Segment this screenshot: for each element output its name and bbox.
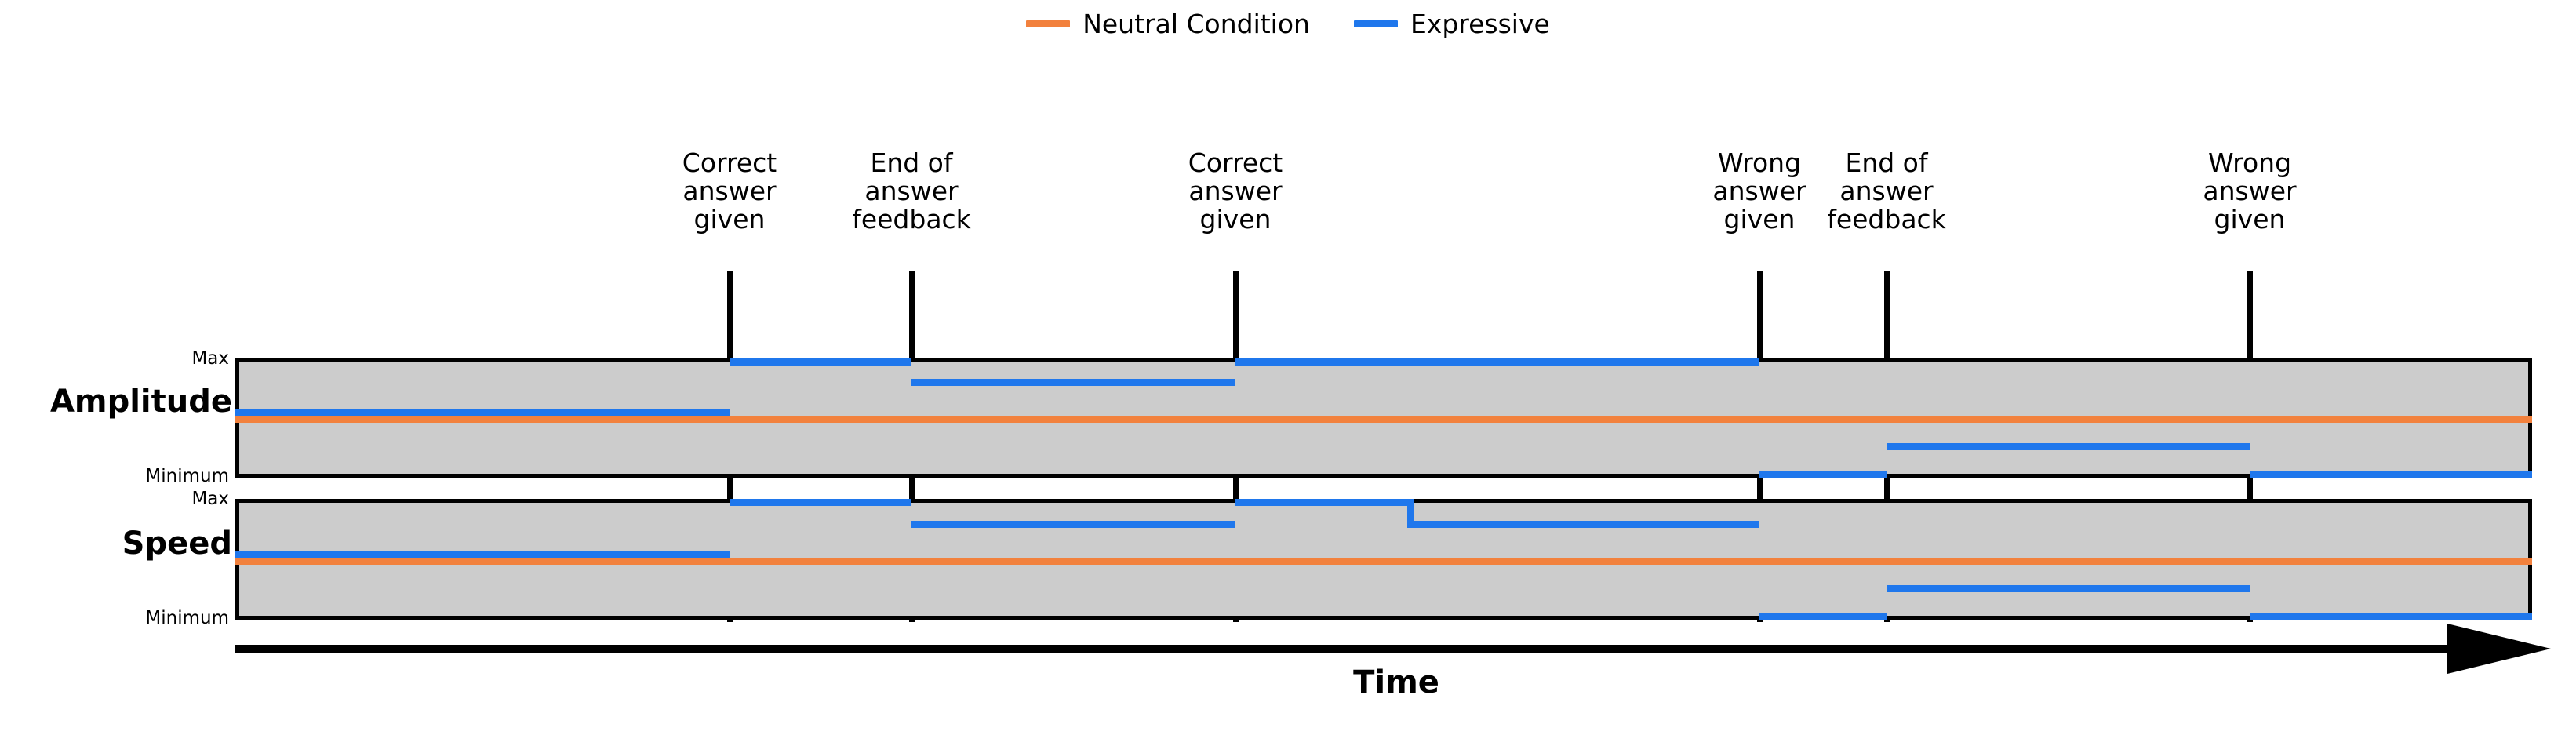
speed-expressive-segment-6 — [1759, 613, 1887, 620]
legend-label-neutral-condition: Neutral Condition — [1082, 8, 1310, 39]
time-axis-label: Time — [1353, 664, 1439, 700]
speed-tick-max: Max — [191, 489, 229, 509]
speed-expressive-segment-5 — [1407, 521, 1759, 528]
amplitude-expressive-segment-4 — [1235, 358, 1759, 366]
event-label-correct-answer-given-2: Correct answer given — [1188, 147, 1283, 235]
event-label-correct-answer-given-1: Correct answer given — [682, 147, 777, 235]
legend-label-expressive: Expressive — [1410, 8, 1550, 39]
amplitude-expressive-segment-7 — [2250, 471, 2532, 478]
event-label-end-of-answer-feedback-1: End of answer feedback — [852, 147, 971, 235]
amplitude-expressive-segment-2 — [730, 358, 911, 366]
speed-neutral-condition-trace — [235, 558, 2532, 565]
time-axis-arrow-head-icon — [2447, 624, 2551, 674]
time-axis-arrow-shaft — [235, 645, 2494, 653]
legend: Neutral Condition Expressive — [0, 6, 2576, 41]
speed-expressive-segment-1 — [235, 551, 730, 558]
speed-tick-minimum: Minimum — [145, 608, 229, 628]
legend-line-swatch-icon — [1353, 20, 1398, 27]
legend-item-expressive: Expressive — [1353, 8, 1550, 39]
speed-expressive-segment-7 — [1887, 585, 2250, 592]
speed-expressive-segment-8 — [2250, 613, 2532, 620]
amplitude-tick-max: Max — [191, 348, 229, 369]
amplitude-expressive-segment-5 — [1759, 471, 1887, 478]
panel-title-amplitude: Amplitude — [49, 384, 232, 420]
speed-expressive-step-connector — [1407, 499, 1414, 528]
event-label-end-of-answer-feedback-2: End of answer feedback — [1827, 147, 1946, 235]
amplitude-expressive-segment-3 — [911, 379, 1235, 386]
legend-item-neutral-condition: Neutral Condition — [1026, 11, 1310, 37]
amplitude-expressive-segment-6 — [1887, 443, 2250, 450]
amplitude-expressive-segment-1 — [235, 409, 730, 416]
panel-title-speed: Speed — [122, 526, 232, 562]
event-label-wrong-answer-given-2: Wrong answer given — [2203, 147, 2297, 235]
speed-expressive-segment-3 — [911, 521, 1235, 528]
speed-expressive-segment-4 — [1235, 499, 1414, 506]
amplitude-neutral-condition-trace — [235, 416, 2532, 423]
event-label-wrong-answer-given-1: Wrong answer given — [1712, 147, 1806, 235]
speed-expressive-segment-2 — [730, 499, 911, 506]
amplitude-tick-minimum: Minimum — [145, 466, 229, 486]
legend-line-swatch-icon — [1026, 20, 1071, 27]
